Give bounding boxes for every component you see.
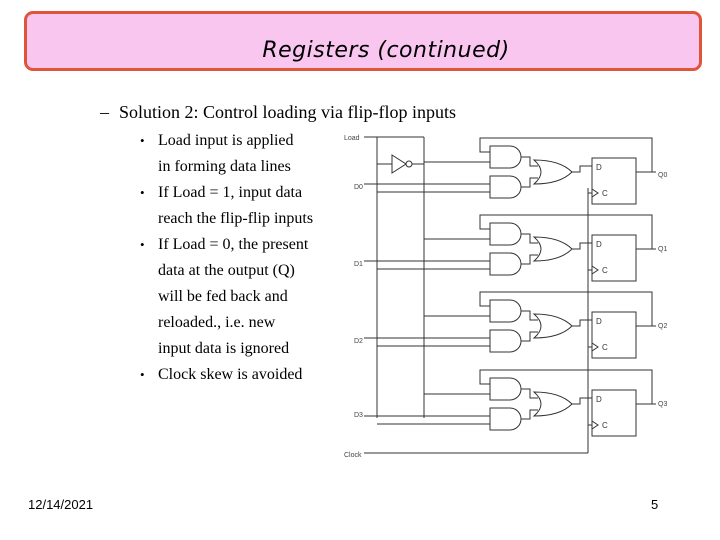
bullet-dot-icon: • — [140, 133, 145, 148]
ff-d-label: D — [596, 395, 602, 404]
load-label: Load — [344, 135, 360, 142]
register-stage: DC — [364, 291, 656, 359]
and-gate-icon — [489, 299, 522, 323]
and-gate-icon — [489, 329, 522, 353]
d-flip-flop — [591, 389, 637, 437]
subheading: –Solution 2: Control loading via flip-fl… — [100, 102, 456, 123]
clock-label: Clock — [344, 452, 362, 459]
and-gate-icon — [489, 222, 522, 246]
bullet-item: • Clock skew is avoided — [140, 362, 340, 388]
wire — [521, 233, 538, 244]
wire — [572, 165, 592, 173]
or-gate-icon — [532, 391, 573, 417]
stage-wires — [364, 369, 656, 426]
wire — [572, 397, 592, 405]
ff-c-label: C — [602, 421, 608, 430]
d-flip-flop — [591, 311, 637, 359]
and-gate-icon — [489, 252, 522, 276]
clock-input-icon — [591, 188, 599, 198]
footer-date: 12/14/2021 — [28, 497, 94, 512]
bullet-line: reach the flip-flip inputs — [158, 210, 314, 227]
ff-c-label: C — [602, 266, 608, 275]
subheading-dash: – — [100, 102, 109, 122]
wire — [572, 319, 592, 327]
bullet-line: in forming data lines — [158, 158, 291, 175]
bullet-item: • Load input is applied in forming data … — [140, 128, 340, 180]
bullet-line: If Load = 1, input data — [158, 184, 303, 201]
bullet-line: If Load = 0, the present — [158, 236, 309, 253]
wire — [521, 156, 538, 167]
bullet-line: will be fed back and — [158, 288, 288, 305]
output-label-q0: Q0 — [658, 172, 667, 179]
ff-d-label: D — [596, 317, 602, 326]
bullet-dot-icon: • — [140, 185, 145, 200]
wire — [521, 254, 538, 265]
wire — [521, 177, 538, 188]
input-label-d2: D2 — [354, 338, 363, 345]
bullet-line: Load input is applied — [158, 132, 294, 149]
bullet-line: reloaded., i.e. new — [158, 314, 276, 331]
title-banner: Registers (continued) — [24, 11, 702, 71]
output-label-q2: Q2 — [658, 323, 667, 330]
wire — [521, 388, 538, 399]
clock-input-icon — [591, 265, 599, 275]
clock-input-icon — [591, 342, 599, 352]
wire — [521, 310, 538, 321]
bullet-item: • If Load = 0, the present data at the o… — [140, 232, 340, 362]
bullet-line: data at the output (Q) — [158, 262, 295, 279]
output-label-q3: Q3 — [658, 401, 667, 408]
input-label-d1: D1 — [354, 261, 363, 268]
bullet-list: • Load input is applied in forming data … — [140, 128, 340, 388]
bullet-dot-icon: • — [140, 237, 145, 252]
and-gate-icon — [489, 145, 522, 169]
wire — [521, 409, 538, 420]
or-gate-icon — [532, 159, 573, 185]
stage-wires — [364, 214, 656, 271]
ff-d-label: D — [596, 163, 602, 172]
wire — [521, 331, 538, 342]
stage-wires — [364, 291, 656, 348]
output-label-q1: Q1 — [658, 246, 667, 253]
and-gate-icon — [489, 377, 522, 401]
and-gate-icon — [489, 175, 522, 199]
bullet-line: input data is ignored — [158, 340, 290, 357]
bullet-item: • If Load = 1, input data reach the flip… — [140, 180, 340, 232]
input-label-d3: D3 — [354, 412, 363, 419]
slide-title: Registers (continued) — [262, 38, 510, 63]
input-label-d0: D0 — [354, 184, 363, 191]
wire — [572, 242, 592, 250]
bullet-line: Clock skew is avoided — [158, 366, 303, 383]
clock-input-icon — [591, 420, 599, 430]
ff-c-label: C — [602, 343, 608, 352]
subheading-text: Solution 2: Control loading via flip-flo… — [119, 102, 456, 122]
and-gate-icon — [489, 407, 522, 431]
or-gate-icon — [532, 313, 573, 339]
stage-wires — [364, 137, 656, 194]
page-number: 5 — [651, 497, 659, 512]
register-stage: DC — [364, 214, 656, 282]
register-stage: DC — [364, 137, 656, 205]
ff-c-label: C — [602, 189, 608, 198]
bullet-dot-icon: • — [140, 367, 145, 382]
d-flip-flop — [591, 157, 637, 205]
ff-d-label: D — [596, 240, 602, 249]
d-flip-flop — [591, 234, 637, 282]
register-stage: DC — [364, 369, 656, 437]
or-gate-icon — [532, 236, 573, 262]
